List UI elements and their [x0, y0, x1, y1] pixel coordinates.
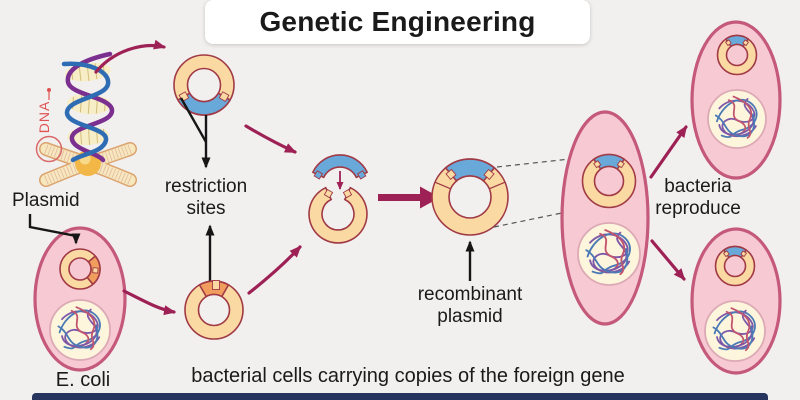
magnifier-circle	[35, 135, 63, 163]
gene-fragment	[312, 154, 368, 180]
arrow-dna-to-plasmid	[94, 39, 166, 74]
host-bacterium	[560, 110, 650, 326]
foreign-dna-plasmid	[173, 54, 235, 116]
daughter-top-dna-tangle	[707, 89, 767, 149]
title-card: Genetic Engineering	[205, 0, 590, 44]
dna-illustration: DNA	[35, 51, 137, 187]
arrow-reproduce-bottom	[650, 239, 686, 281]
ecoli-label: E. coli	[55, 369, 111, 391]
opened-plasmid	[308, 186, 368, 244]
host-dna-tangle	[577, 222, 641, 286]
plasmid-label: Plasmid	[12, 190, 80, 211]
recombinant-plasmid	[431, 158, 509, 236]
daughter-bacterium-top	[690, 20, 782, 180]
arrow-ecoli-to-cut-plasmid	[122, 289, 176, 316]
arrow-to-recombinant	[378, 186, 440, 209]
ecoli-dna-tangle	[49, 299, 111, 361]
daughter-bacterium-bottom	[690, 227, 782, 375]
caption: bacterial cells carrying copies of the f…	[191, 365, 625, 387]
restriction-sites-label: restriction sites	[164, 176, 248, 220]
plasmid-pointer-arrow	[28, 214, 81, 245]
ecoli-plasmid	[59, 248, 101, 290]
arrow-plasmid-to-fragment	[244, 124, 297, 154]
dna-label-dot	[47, 88, 51, 92]
bottom-bar	[32, 393, 768, 400]
dna-label: DNA	[36, 101, 52, 134]
ecoli-cell	[33, 226, 127, 372]
page-title: Genetic Engineering	[259, 6, 536, 37]
daughter-top-plasmid	[716, 34, 758, 76]
daughter-bottom-plasmid	[714, 245, 756, 287]
arrow-reproduce-top	[649, 125, 688, 179]
host-recombinant-plasmid	[581, 153, 637, 209]
restriction-sites-pointers	[179, 97, 215, 281]
daughter-bottom-dna-tangle	[704, 300, 766, 362]
arrow-plasmid-to-open-ring	[247, 245, 302, 295]
dna-helix	[61, 51, 115, 163]
bacteria-reproduce-label: bacteria reproduce	[655, 176, 741, 220]
recombinant-plasmid-label: recombinant plasmid	[417, 284, 523, 328]
plasmid-with-restriction-site	[184, 280, 244, 340]
